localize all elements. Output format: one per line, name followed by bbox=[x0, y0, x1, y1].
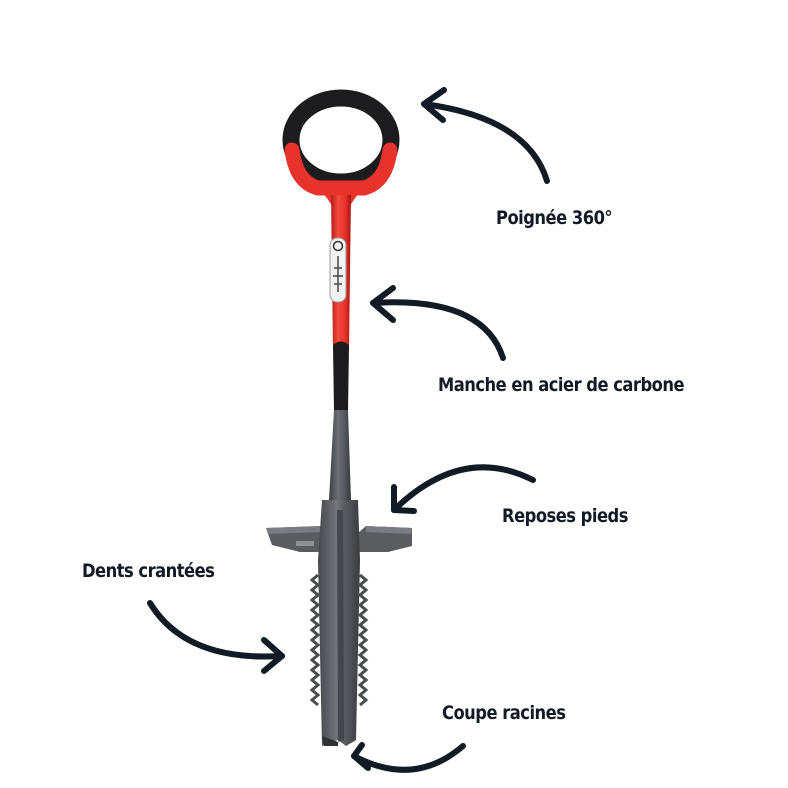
arrow-teeth bbox=[147, 600, 285, 674]
arrow-grip bbox=[421, 87, 550, 184]
red-shaft bbox=[329, 195, 351, 350]
arrow-shaft bbox=[370, 285, 506, 361]
steel-neck bbox=[329, 410, 351, 500]
arrow-root-cutter bbox=[351, 742, 466, 773]
shaft-sleeve bbox=[333, 341, 349, 412]
arrow-footrest bbox=[391, 464, 536, 514]
label-grip: Poignée 360° bbox=[496, 207, 613, 229]
label-teeth: Dents crantées bbox=[82, 560, 215, 582]
label-root-cutter: Coupe racines bbox=[442, 702, 566, 724]
label-shaft: Manche en acier de carbone bbox=[438, 374, 685, 396]
label-footrest: Reposes pieds bbox=[502, 505, 628, 527]
foot-rest bbox=[266, 526, 412, 552]
blade bbox=[309, 500, 369, 746]
